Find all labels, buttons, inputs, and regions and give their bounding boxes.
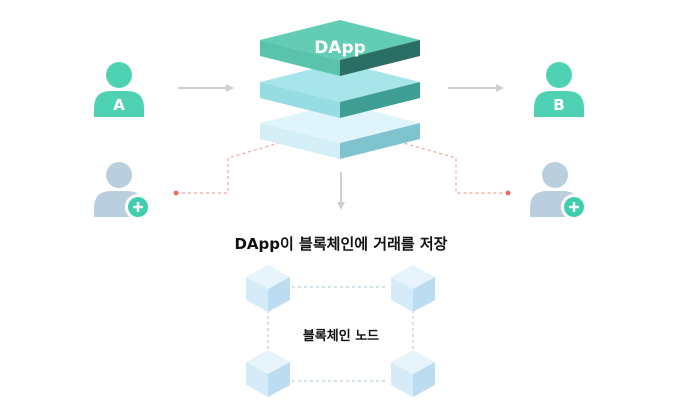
dapp-label: DApp bbox=[314, 38, 366, 58]
diagram-caption: DApp이 블록체인에 거래를 저장 bbox=[234, 235, 448, 253]
user-a-icon bbox=[94, 62, 144, 117]
node-cube-bottom-right bbox=[391, 350, 435, 397]
dapp-layer-bottom bbox=[260, 103, 420, 159]
dashed-link-left bbox=[173, 137, 292, 196]
node-cube-bottom-left bbox=[246, 350, 290, 397]
user-b-icon bbox=[534, 62, 584, 117]
dapp-layer-stack bbox=[260, 20, 420, 159]
node-cube-top-left bbox=[246, 265, 290, 312]
user-a-label: A bbox=[113, 96, 125, 114]
add-user-right-badge-icon bbox=[561, 194, 587, 220]
dashed-link-right bbox=[390, 137, 511, 196]
dapp-layer-middle bbox=[260, 62, 420, 118]
add-user-left-badge-icon bbox=[125, 194, 151, 220]
blockchain-node-label: 블록체인 노드 bbox=[302, 329, 380, 344]
dapp-layer-top bbox=[260, 20, 420, 76]
node-cube-top-right bbox=[391, 265, 435, 312]
user-b-label: B bbox=[553, 96, 565, 114]
node-links bbox=[267, 286, 414, 382]
